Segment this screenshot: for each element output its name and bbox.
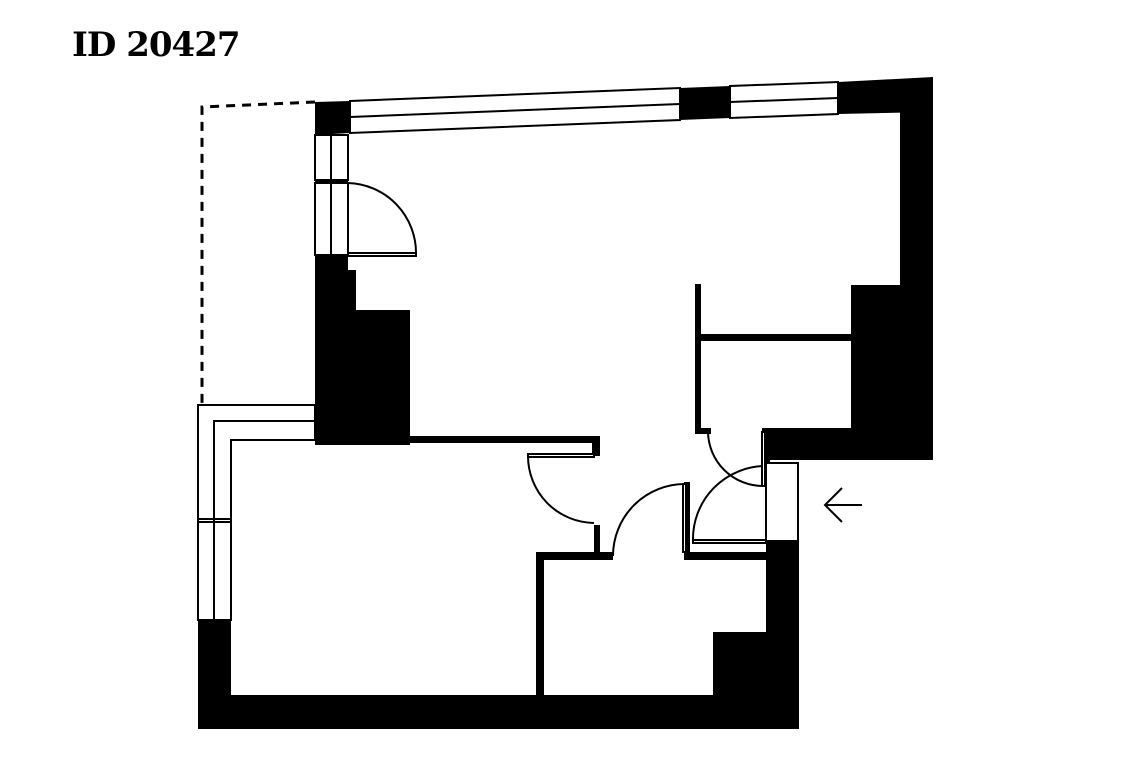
entrance-door-frame [765, 462, 799, 542]
door-bathroom-leaf [682, 483, 687, 553]
wall-left-upper [315, 255, 410, 445]
door-bedroom-swing [527, 455, 595, 524]
wall-right-exterior [900, 105, 933, 460]
wall-left-lower [198, 620, 231, 728]
wall-closet-bottom [695, 428, 711, 434]
door-balcony-swing [347, 182, 418, 255]
wall-bathroom-top-mid [600, 552, 613, 560]
wall-bathroom-left [536, 552, 544, 697]
wall-entry-header [762, 428, 933, 465]
wall-closet-shelf [701, 334, 853, 341]
door-closet-swing [707, 431, 764, 487]
arrow-left-icon [823, 487, 862, 523]
door-entrance-swing [691, 465, 767, 542]
wall-living-bedroom [318, 436, 600, 443]
plan-id-title: ID 20427 [72, 25, 241, 65]
door-bedroom-leaf [527, 453, 595, 458]
wall-top-right [838, 77, 933, 114]
wall-closet-left [695, 284, 701, 434]
wall-bathroom-door-post [594, 525, 600, 560]
wall-top-left-corner [315, 101, 350, 135]
door-closet-leaf [761, 431, 766, 487]
door-entrance-leaf [692, 539, 767, 544]
door-bathroom-swing [612, 483, 686, 557]
wall-door-stub [592, 436, 600, 456]
wall-bathroom-shaft [713, 632, 773, 697]
window-bedroom-corner [197, 404, 316, 621]
wall-bottom [198, 695, 799, 729]
wall-bathroom-top-right [684, 552, 770, 560]
wall-top-pier [680, 86, 730, 120]
door-balcony-leaf [347, 252, 417, 257]
balcony-outline [200, 100, 316, 405]
wall-bathroom-top-left [536, 552, 600, 560]
wall-right-block [851, 285, 905, 428]
